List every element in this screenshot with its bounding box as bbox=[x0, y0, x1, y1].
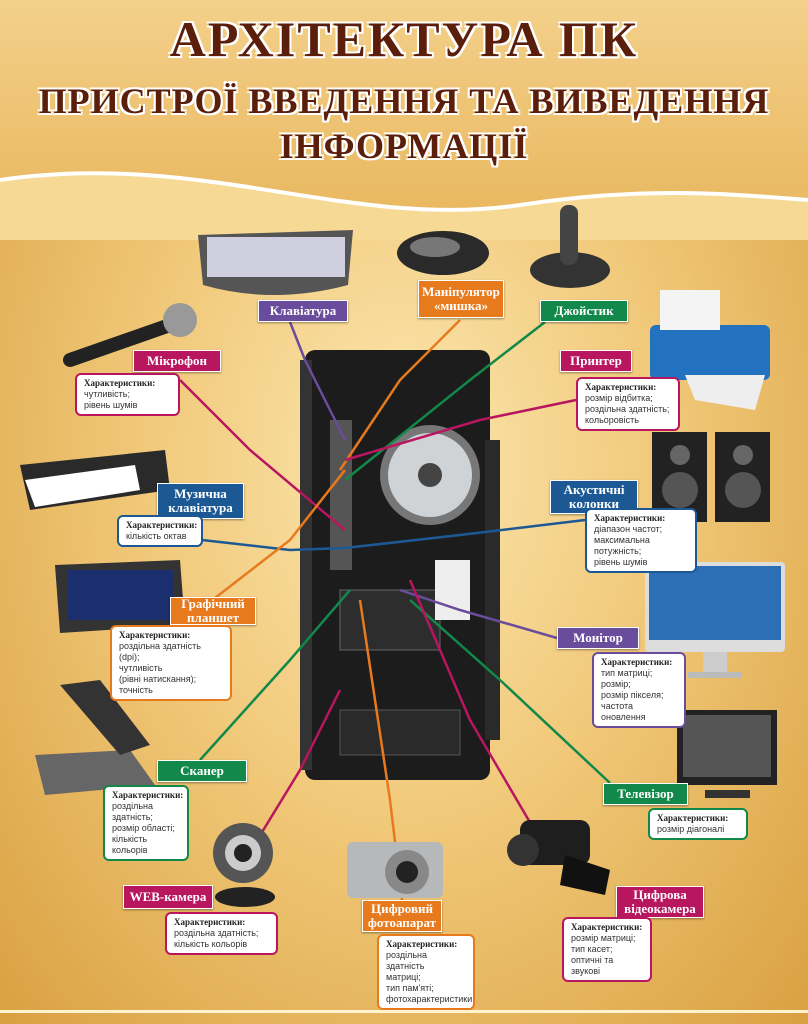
keyboard-image bbox=[198, 230, 353, 295]
microphone-image bbox=[63, 303, 197, 367]
char-item: чутливість bbox=[119, 663, 163, 673]
monitor-image bbox=[645, 562, 785, 678]
chars-tablet: Характеристики:роздільна здатність (dpi)… bbox=[110, 625, 232, 701]
char-item: розмір матриці; bbox=[571, 933, 636, 943]
char-item: розмір області; bbox=[112, 823, 175, 833]
chars-heading: Характеристики: bbox=[585, 382, 657, 392]
chars-heading: Характеристики: bbox=[601, 657, 673, 667]
char-item: кількість кольорів bbox=[174, 939, 248, 949]
printer-image bbox=[650, 290, 770, 410]
speakers-image bbox=[652, 432, 770, 522]
chars-monitor: Характеристики:тип матриці;розмір;розмір… bbox=[592, 652, 686, 728]
label-printer: Принтер bbox=[560, 350, 632, 372]
chars-heading: Характеристики: bbox=[119, 630, 191, 640]
char-item: роздільна здатність (dpi); bbox=[119, 641, 201, 662]
chars-heading: Характеристики: bbox=[571, 922, 643, 932]
chars-heading: Характеристики: bbox=[657, 813, 729, 823]
label-digital-camera: Цифровий фотоапарат bbox=[362, 900, 442, 932]
chars-scanner: Характеристики:роздільна здатність;розмі… bbox=[103, 785, 189, 861]
label-scanner: Сканер bbox=[157, 760, 247, 782]
char-item: розмір; bbox=[601, 679, 631, 689]
chars-speakers: Характеристики:діапазон частот;максималь… bbox=[585, 508, 697, 573]
footer-divider bbox=[0, 1010, 808, 1013]
label-tv: Телевізор bbox=[603, 783, 688, 805]
char-item: тип матриці; bbox=[601, 668, 653, 678]
video-camera-image bbox=[507, 820, 610, 895]
char-item: роздільна здатність bbox=[386, 950, 428, 971]
digital-camera-image bbox=[347, 842, 443, 898]
char-item: частота оновлення bbox=[601, 701, 646, 722]
music-keyboard-image bbox=[20, 450, 170, 510]
char-item: точність bbox=[119, 685, 153, 695]
char-item: максимальна потужність; bbox=[594, 535, 650, 556]
char-item: роздільна здатність; bbox=[585, 404, 670, 414]
label-mouse: Маніпулятор «мишка» bbox=[418, 280, 504, 318]
char-item: діапазон частот; bbox=[594, 524, 663, 534]
char-item: кількість кольорів bbox=[112, 834, 148, 855]
label-joystick: Джойстик bbox=[540, 300, 628, 322]
chars-music-keyboard: Характеристики:кількість октав bbox=[117, 515, 203, 547]
chars-microphone: Характеристики:чутливість;рівень шумів bbox=[75, 373, 180, 416]
char-item: розмір пікселя; bbox=[601, 690, 664, 700]
char-item: роздільна здатність; bbox=[112, 801, 154, 822]
graphic-tablet-image bbox=[55, 560, 185, 633]
poster-subtitle-2: ІНФОРМАЦІЇ bbox=[279, 126, 529, 166]
label-webcam: WEB-камера bbox=[123, 885, 213, 909]
label-speakers: Акустичні колонки bbox=[550, 480, 638, 514]
char-item: фотохарактеристики bbox=[386, 994, 473, 1004]
chars-video-camera: Характеристики:розмір матриці;тип касет;… bbox=[562, 917, 652, 982]
poster-title: АРХІТЕКТУРА ПК bbox=[169, 11, 639, 67]
char-item: рівень шумів bbox=[84, 400, 138, 410]
char-item: розмір діагоналі bbox=[657, 824, 725, 834]
chars-heading: Характеристики: bbox=[84, 378, 156, 388]
label-keyboard: Клавіатура bbox=[258, 300, 348, 322]
char-item: (рівні натискання); bbox=[119, 674, 197, 684]
char-item: матриці; bbox=[386, 972, 421, 982]
chars-tv: Характеристики:розмір діагоналі bbox=[648, 808, 748, 840]
chars-heading: Характеристики: bbox=[174, 917, 246, 927]
char-item: кольоровість bbox=[585, 415, 639, 425]
chars-heading: Характеристики: bbox=[126, 520, 198, 530]
chars-heading: Характеристики: bbox=[594, 513, 666, 523]
tv-image bbox=[677, 710, 777, 798]
scanner-image bbox=[35, 680, 155, 795]
header-wave bbox=[0, 171, 808, 240]
poster-subtitle: ПРИСТРОЇ ВВЕДЕННЯ ТА ВИВЕДЕННЯ bbox=[38, 81, 770, 121]
char-item: тип пам'яті; bbox=[386, 983, 434, 993]
mouse-image bbox=[397, 231, 489, 275]
chars-heading: Характеристики: bbox=[386, 939, 458, 949]
chars-heading: Характеристики: bbox=[112, 790, 184, 800]
label-video-camera: Цифрова відеокамера bbox=[616, 886, 704, 918]
chars-webcam: Характеристики:роздільна здатність;кільк… bbox=[165, 912, 278, 955]
char-item: оптичні та звукові bbox=[571, 955, 614, 976]
label-microphone: Мікрофон bbox=[133, 350, 221, 372]
label-music-keyboard: Музична клавіатура bbox=[157, 483, 244, 519]
char-item: роздільна здатність; bbox=[174, 928, 259, 938]
char-item: кількість октав bbox=[126, 531, 187, 541]
label-monitor: Монітор bbox=[557, 627, 639, 649]
webcam-image bbox=[213, 823, 275, 907]
char-item: чутливість; bbox=[84, 389, 130, 399]
char-item: тип касет; bbox=[571, 944, 613, 954]
joystick-image bbox=[530, 205, 610, 288]
char-item: розмір відбитка; bbox=[585, 393, 653, 403]
char-item: рівень шумів bbox=[594, 557, 648, 567]
chars-printer: Характеристики:розмір відбитка;роздільна… bbox=[576, 377, 680, 431]
label-tablet: Графічний планшет bbox=[170, 597, 256, 625]
